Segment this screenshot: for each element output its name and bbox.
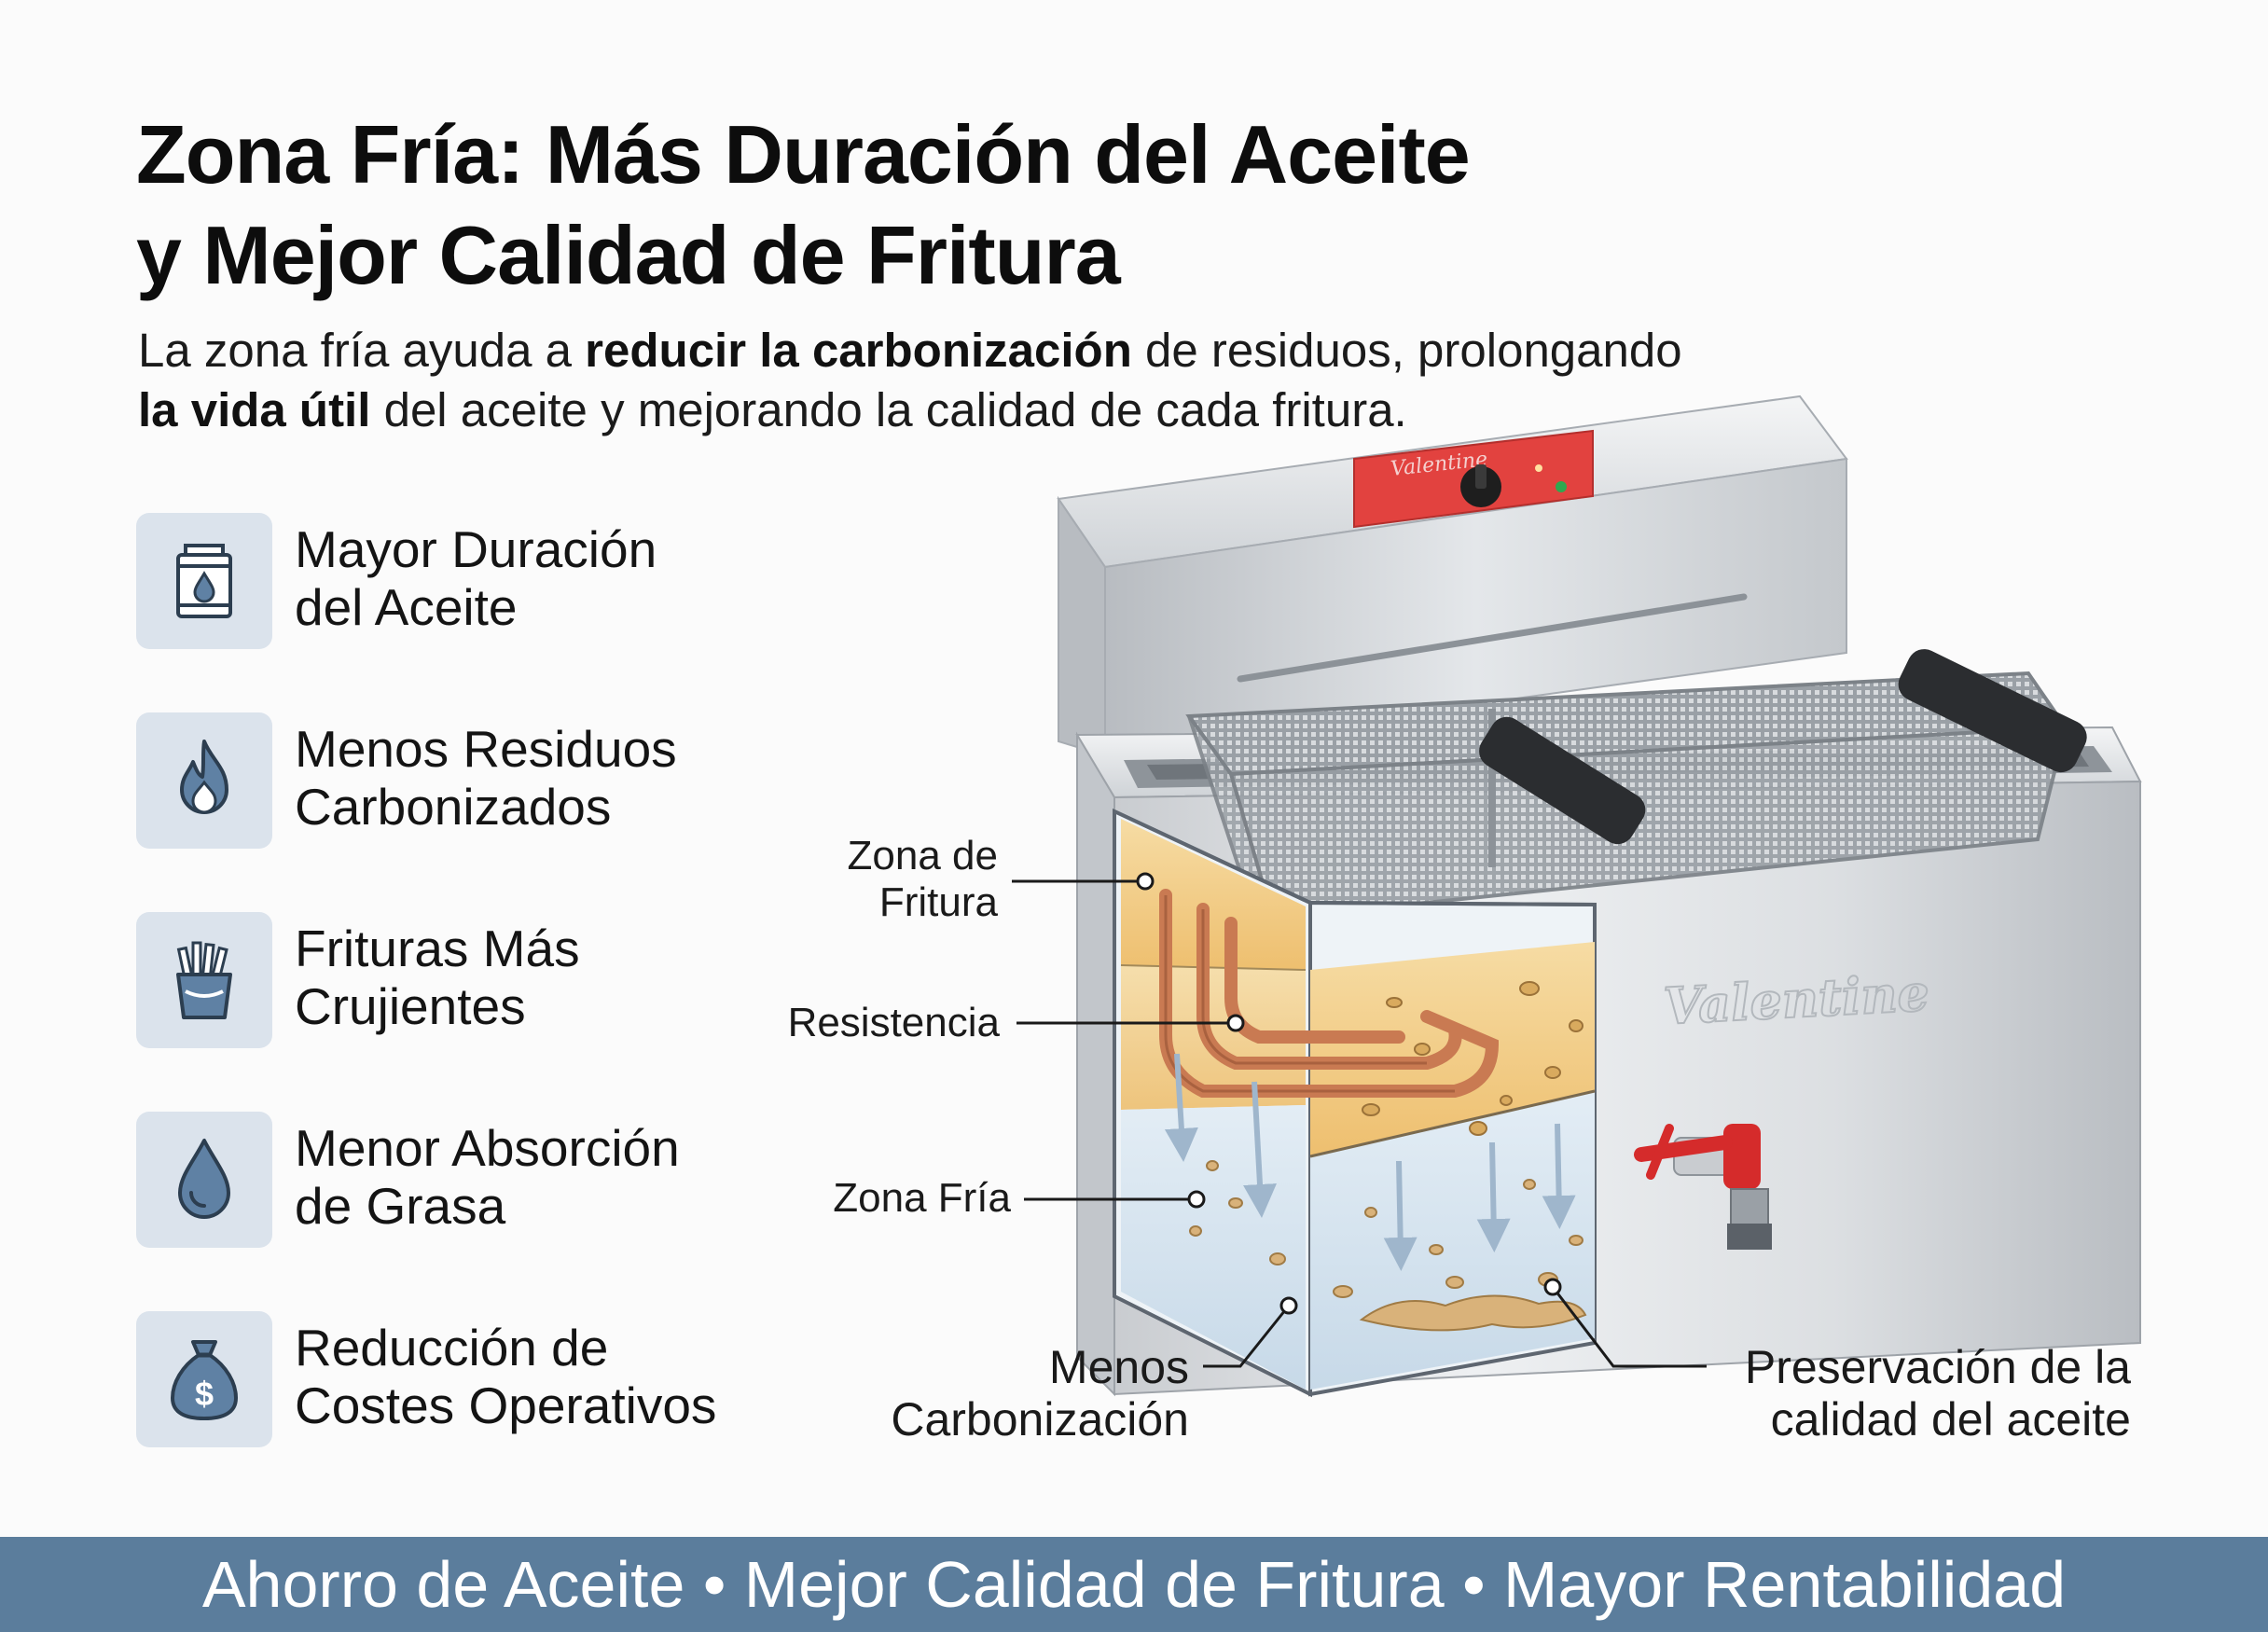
subtitle-bold-2: la vida útil (138, 383, 371, 436)
benefit-text: Menos Residuos Carbonizados (295, 720, 892, 836)
benefit-title-line1: Reducción de (295, 1319, 609, 1376)
page-title: Zona Fría: Más Duración del Aceite y Mej… (136, 104, 1722, 306)
label-resistencia-text: Resistencia (787, 1000, 1000, 1045)
subtitle-text-1: La zona fría ayuda a (138, 324, 586, 377)
subtitle-bold-1: reducir la carbonización (585, 324, 1132, 377)
label-zona-fria: Zona Fría (783, 1175, 1011, 1222)
benefit-title-line1: Menos Residuos (295, 720, 677, 778)
label-menos-line2: Carbonización (891, 1393, 1189, 1445)
flow-arrows (1164, 1053, 1576, 1271)
benefit-title-line1: Mayor Duración (295, 520, 657, 578)
pilot-light-icon (1556, 481, 1567, 492)
label-preservacion-line1: Preservación de la (1744, 1341, 2131, 1393)
fries-icon (176, 941, 232, 1019)
benefit-text: Menor Absorción de Grasa (295, 1119, 892, 1235)
label-resistencia: Resistencia (727, 1000, 1000, 1046)
benefit-tile (136, 912, 272, 1048)
benefit-text: Mayor Duración del Aceite (295, 520, 892, 636)
svg-text:$: $ (195, 1375, 214, 1413)
callout-lines (1012, 879, 1707, 1368)
benefit-tile (136, 513, 272, 649)
benefit-tile (136, 1112, 272, 1248)
callout-dots (1136, 872, 1562, 1315)
subtitle-text-3: del aceite y mejorando la calidad de cad… (370, 383, 1407, 436)
benefit-frituras-crujientes: Frituras Más Crujientes (136, 912, 789, 1048)
label-zona-fritura-line1: Zona de (847, 833, 998, 878)
benefit-title-line2: del Aceite (295, 578, 518, 636)
cutaway-section (1113, 808, 1597, 1398)
benefit-title-line2: Carbonizados (295, 778, 612, 836)
benefit-text: Frituras Más Crujientes (295, 920, 892, 1035)
oil-can-icon (176, 544, 232, 618)
money-bag-icon: $ (171, 1340, 238, 1420)
title-line-1: Zona Fría: Más Duración del Aceite (136, 108, 1471, 201)
benefit-tile: $ (136, 1311, 272, 1447)
label-menos-carbonizacion: Menos Carbonización (839, 1341, 1189, 1445)
subtitle: La zona fría ayuda a reducir la carboniz… (138, 321, 1863, 440)
particles-frying (1362, 981, 1583, 1136)
benefit-menor-absorcion: Menor Absorción de Grasa (136, 1112, 789, 1248)
benefit-mayor-duracion: Mayor Duración del Aceite (136, 513, 789, 649)
benefit-title-line2: Costes Operativos (295, 1376, 717, 1434)
label-preservacion: Preservación de la calidad del aceite (1721, 1341, 2131, 1445)
drain-valve-icon (1634, 1124, 1772, 1250)
flame-icon (180, 740, 228, 814)
label-zona-fritura-line2: Fritura (878, 879, 998, 925)
basket-handle-front (1479, 716, 1646, 845)
benefit-title-line2: de Grasa (295, 1177, 506, 1235)
footer-banner: Ahorro de Aceite • Mejor Calidad de Frit… (0, 1537, 2268, 1632)
label-zona-fritura: Zona de Fritura (802, 833, 998, 926)
benefit-title-line2: Crujientes (295, 977, 526, 1035)
residue-sediment (1189, 1160, 1587, 1332)
benefit-menos-residuos: Menos Residuos Carbonizados (136, 712, 789, 849)
label-menos-line1: Menos (1048, 1341, 1189, 1393)
control-panel: Valentine (1353, 429, 1594, 529)
drop-icon (178, 1139, 230, 1219)
subtitle-text-2: de residuos, prolongando (1131, 324, 1682, 377)
benefit-tile (136, 712, 272, 849)
title-line-2: y Mejor Calidad de Fritura (136, 209, 1121, 301)
label-zona-fria-text: Zona Fría (833, 1175, 1011, 1221)
body-brand: Valentine (1662, 962, 1930, 1036)
benefit-reduccion-costes: $ Reducción de Costes Operativos (136, 1311, 789, 1447)
basket-handle-back (1898, 649, 2087, 773)
benefit-title-line1: Frituras Más (295, 920, 580, 977)
benefit-title-line1: Menor Absorción (295, 1119, 680, 1177)
label-preservacion-line2: calidad del aceite (1770, 1393, 2131, 1445)
benefit-text: Reducción de Costes Operativos (295, 1319, 892, 1434)
